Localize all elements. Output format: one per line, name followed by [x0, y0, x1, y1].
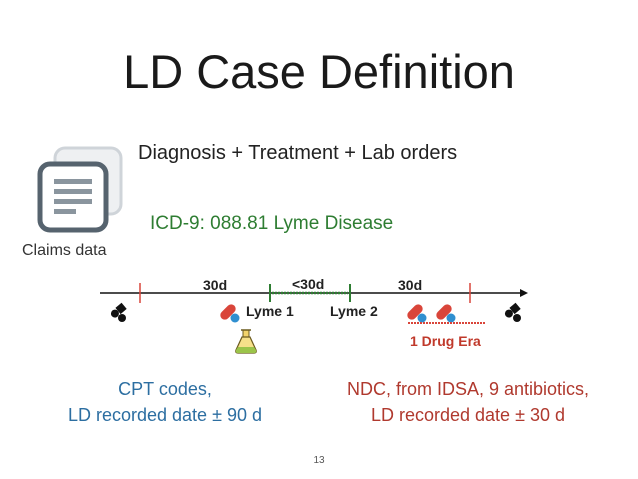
- timeline: [100, 283, 528, 354]
- claims-data-label: Claims data: [22, 242, 107, 259]
- cpt-line-2: LD recorded date ± 90 d: [67, 405, 262, 425]
- plus-sign: +: [344, 142, 356, 164]
- diagnosis-label: Diagnosis: [138, 142, 226, 164]
- lyme2-label: Lyme 2: [330, 303, 378, 319]
- ndc-line-2: LD recorded date ± 30 d: [370, 405, 565, 425]
- cpt-line-1: CPT codes,: [118, 379, 212, 399]
- pill-icon: [407, 304, 423, 320]
- claims-document-icon: [37, 146, 123, 233]
- plus-sign: +: [231, 142, 244, 164]
- tablet-icon: [230, 313, 240, 323]
- cpt-codes-note: CPT codes, LD recorded date ± 90 d: [30, 376, 300, 428]
- lab-orders-label: Lab orders: [361, 142, 458, 164]
- pill-icon: [110, 302, 127, 318]
- left-window-label: 30d: [203, 277, 228, 293]
- lab-flask-icon: [235, 329, 257, 354]
- right-window-label: 30d: [398, 277, 423, 293]
- definition-components: Diagnosis + Treatment + Lab orders: [138, 142, 457, 165]
- icd-code-label: ICD-9: 088.81 Lyme Disease: [150, 213, 394, 234]
- tablet-icon: [446, 313, 456, 323]
- pill-icon: [504, 302, 521, 318]
- timeline-arrow: [520, 289, 528, 297]
- page-number: 13: [313, 455, 325, 466]
- tablet-icon: [513, 314, 521, 322]
- tablet-icon: [118, 314, 126, 322]
- middle-window-label: <30d: [292, 276, 325, 292]
- lyme1-label: Lyme 1: [246, 303, 294, 319]
- treatment-label: Treatment: [248, 142, 339, 164]
- pill-icon: [436, 304, 452, 320]
- tablet-icon: [417, 313, 427, 323]
- ndc-line-1: NDC, from IDSA, 9 antibiotics,: [346, 379, 590, 399]
- ndc-note: NDC, from IDSA, 9 antibiotics, LD record…: [308, 376, 628, 428]
- pill-icon: [220, 304, 236, 320]
- drug-era-label: 1 Drug Era: [410, 333, 481, 349]
- page-title: LD Case Definition: [123, 45, 515, 98]
